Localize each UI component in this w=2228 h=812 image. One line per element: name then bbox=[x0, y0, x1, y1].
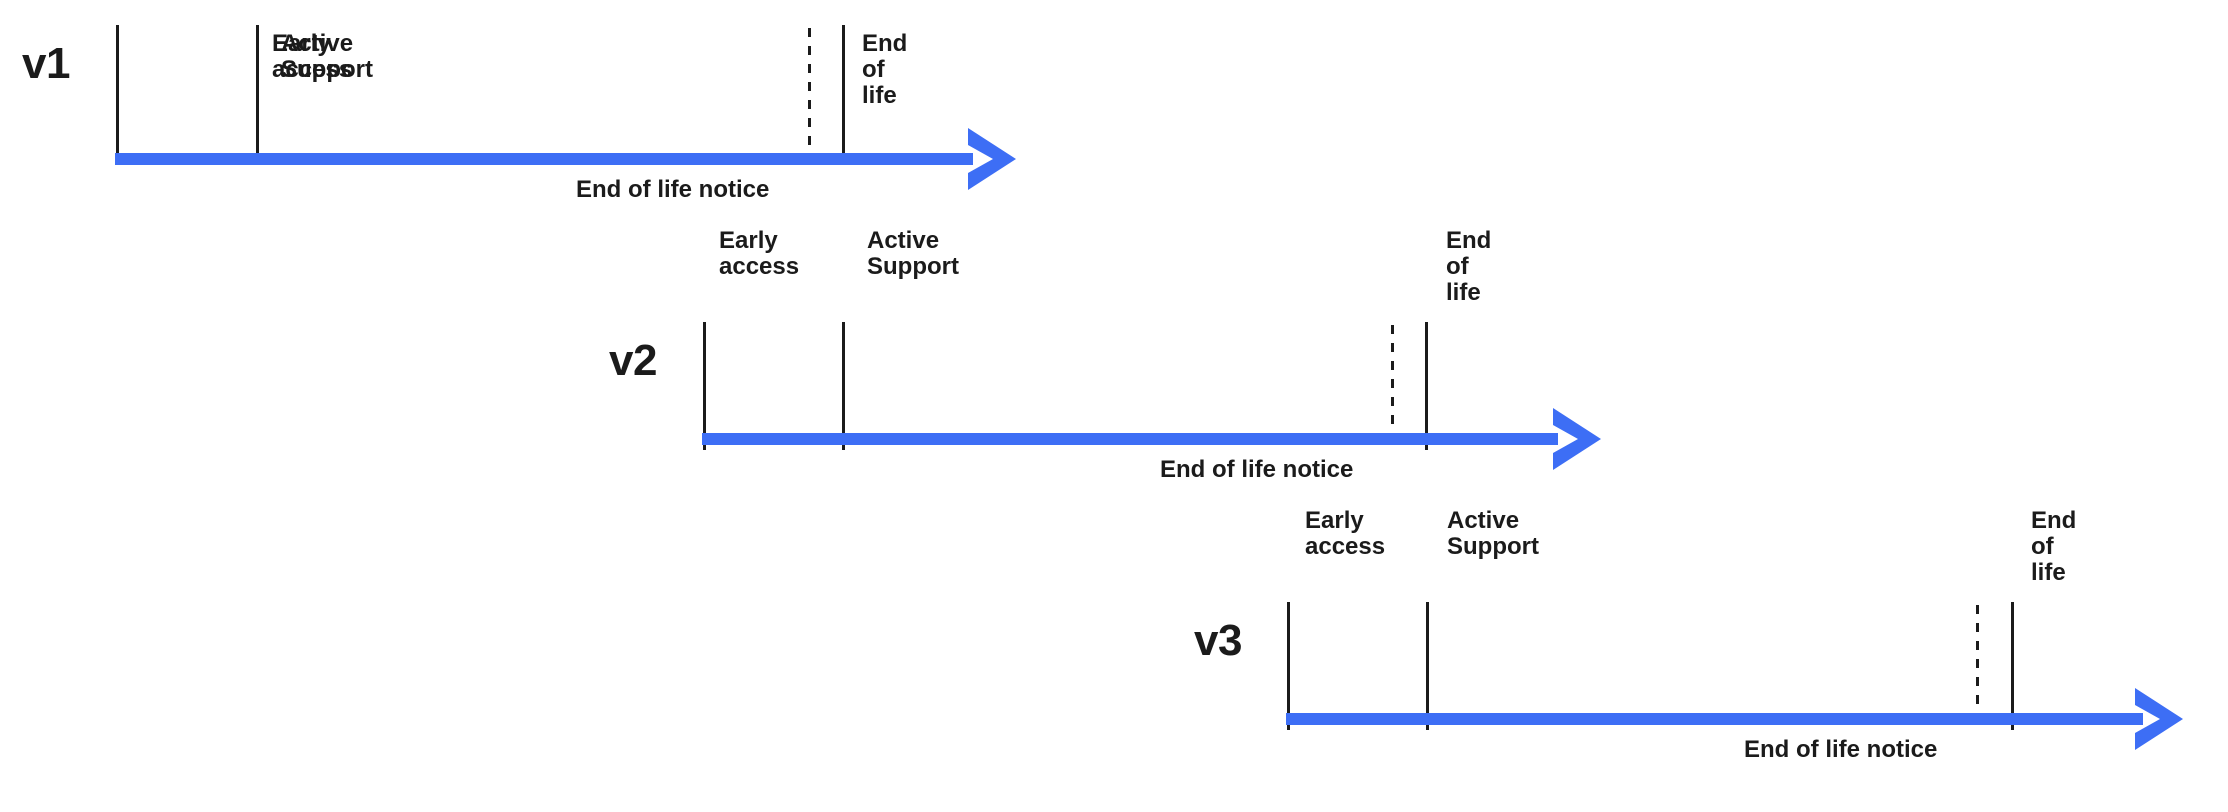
notice-label-v3: End of life notice bbox=[1744, 736, 1938, 763]
marker-end-of-life-notice-v1 bbox=[808, 28, 811, 153]
tick-early-access-start-v3 bbox=[1287, 602, 1290, 730]
tick-active-support-start-v1 bbox=[256, 25, 259, 153]
lifecycle-bar-v1 bbox=[115, 153, 973, 165]
lifecycle-bar-v3 bbox=[1286, 713, 2143, 725]
tick-active-support-start-v2 bbox=[842, 322, 845, 450]
arrow-head-icon-v3 bbox=[2129, 688, 2189, 750]
version-label-v3: v3 bbox=[1194, 616, 1242, 665]
phase-label-early-access-v2: Early access bbox=[719, 227, 800, 280]
phase-label-end-of-life-v2: End of life bbox=[1446, 227, 1492, 306]
tick-end-of-life-start-v1 bbox=[842, 25, 845, 153]
phase-label-active-support-v2: Active Support bbox=[867, 227, 959, 280]
tick-early-access-start-v2 bbox=[703, 322, 706, 450]
lifecycle-bar-v2 bbox=[702, 433, 1558, 445]
phase-label-active-support-v3: Active Support bbox=[1447, 507, 1539, 560]
marker-end-of-life-notice-v2 bbox=[1391, 325, 1394, 450]
arrow-head-icon-v2 bbox=[1547, 408, 1607, 470]
phase-label-end-of-life-v1: End of life bbox=[862, 30, 908, 109]
tick-active-support-start-v3 bbox=[1426, 602, 1429, 730]
phase-label-early-access-v1: Early access bbox=[272, 30, 353, 83]
tick-end-of-life-start-v3 bbox=[2011, 602, 2014, 730]
notice-label-v2: End of life notice bbox=[1160, 456, 1354, 483]
tick-early-access-start-v1 bbox=[116, 25, 119, 153]
arrow-head-icon-v1 bbox=[962, 128, 1022, 190]
version-label-v2: v2 bbox=[609, 336, 657, 385]
tick-end-of-life-start-v2 bbox=[1425, 322, 1428, 450]
phase-label-early-access-v3: Early access bbox=[1305, 507, 1386, 560]
marker-end-of-life-notice-v3 bbox=[1976, 605, 1979, 730]
phase-label-end-of-life-v3: End of life bbox=[2031, 507, 2077, 586]
notice-label-v1: End of life notice bbox=[576, 176, 770, 203]
version-label-v1: v1 bbox=[22, 39, 70, 88]
phase-label-active-support-v1: Active Support bbox=[281, 30, 373, 83]
